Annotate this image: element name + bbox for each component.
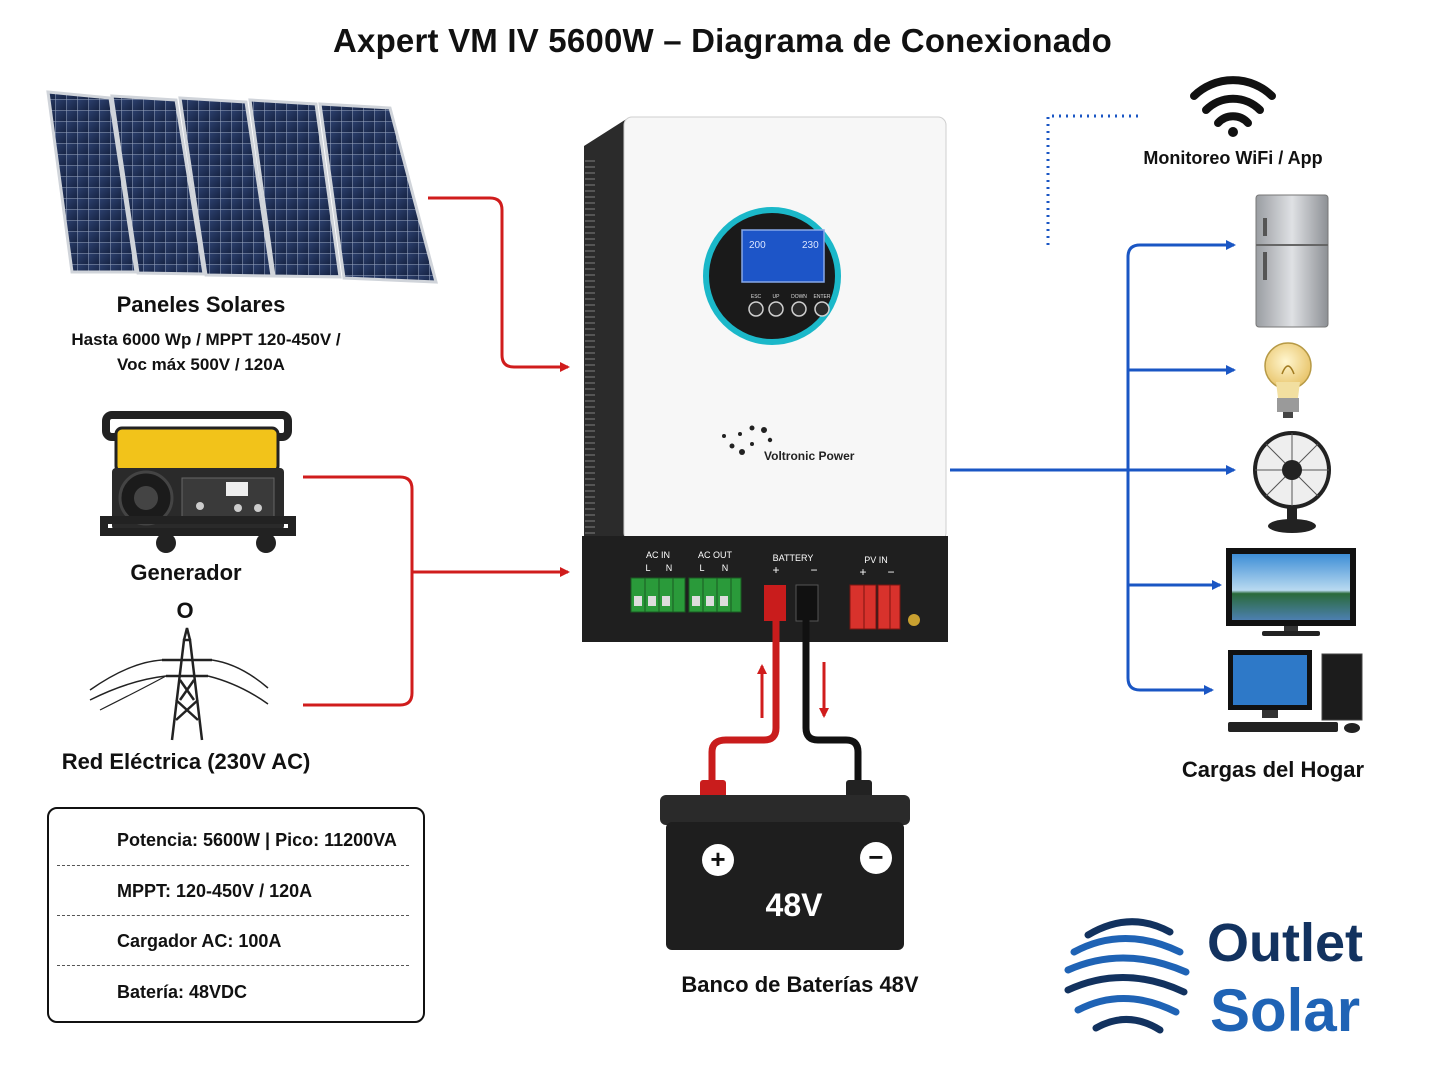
inverter-brand-label: Voltronic Power xyxy=(764,449,855,463)
fridge-icon xyxy=(1255,194,1329,328)
light-bulb-icon xyxy=(1264,342,1312,418)
battery-minus-terminal: − xyxy=(810,563,817,577)
spec-divider xyxy=(57,865,409,866)
button-enter-label: ENTER xyxy=(814,294,831,300)
spec-box: Potencia: 5600W | Pico: 11200VA MPPT: 12… xyxy=(47,807,425,1023)
solar-label: Paneles Solares xyxy=(116,292,286,317)
or-label: O xyxy=(176,598,194,623)
load-distribution-lines xyxy=(950,243,1141,692)
battery-plus-sign: + xyxy=(710,844,725,874)
button-up-label: UP xyxy=(773,294,781,300)
solar-spec-line2: Voc máx 500V / 120A xyxy=(117,355,285,374)
pv-minus-terminal: − xyxy=(887,565,894,579)
spec-divider xyxy=(57,965,409,966)
logo-word-solar: Solar xyxy=(1210,977,1361,1044)
tv-icon xyxy=(1226,548,1356,636)
spec-row-mppt: MPPT: 120-450V / 120A xyxy=(57,866,409,916)
spec-row-battery: Batería: 48VDC xyxy=(57,967,409,1017)
spec-charger-text: Cargador AC: 100A xyxy=(117,930,282,951)
ac-out-l-label: L xyxy=(699,563,704,573)
battery-minus-sign: − xyxy=(868,842,883,872)
wifi-label: Monitoreo WiFi / App xyxy=(1143,148,1323,168)
ac-in-label: AC IN xyxy=(646,550,670,560)
spec-row-charger: Cargador AC: 100A xyxy=(57,916,409,966)
battery-terminal-label: BATTERY xyxy=(773,553,814,563)
solar-spec-line1: Hasta 6000 Wp / MPPT 120-450V / xyxy=(71,330,341,349)
logo-word-outlet: Outlet xyxy=(1207,913,1363,973)
outlet-solar-logo-mark xyxy=(1064,918,1190,1034)
computer-icon xyxy=(1228,650,1363,733)
grid-tower-illustration xyxy=(89,627,269,741)
ac-in-n-label: N xyxy=(666,563,673,573)
spec-divider xyxy=(57,915,409,916)
battery-positive-cable xyxy=(708,620,780,790)
diagram-title: Axpert VM IV 5600W – Diagrama de Conexio… xyxy=(332,22,1112,59)
wifi-icon xyxy=(1190,76,1276,137)
spec-mppt-text: MPPT: 120-450V / 120A xyxy=(117,880,313,901)
inverter-illustration xyxy=(582,116,948,642)
spec-battery-text: Batería: 48VDC xyxy=(117,981,248,1002)
battery-voltage: 48V xyxy=(766,887,824,923)
button-esc-label: ESC xyxy=(751,294,762,300)
pv-plus-terminal: + xyxy=(859,565,866,579)
ac-source-bracket-line xyxy=(303,475,414,707)
loads-label: Cargas del Hogar xyxy=(1181,757,1365,782)
display-value-right: 230 xyxy=(802,240,819,251)
ac-out-label: AC OUT xyxy=(698,550,733,560)
solar-panels-illustration xyxy=(46,90,438,284)
spec-power-text: Potencia: 5600W | Pico: 11200VA xyxy=(117,829,397,850)
battery-negative-cable xyxy=(802,620,862,790)
ac-in-l-label: L xyxy=(645,563,650,573)
generator-illustration xyxy=(100,411,296,553)
wifi-dotted-line xyxy=(1046,114,1138,245)
ac-out-n-label: N xyxy=(722,563,729,573)
generator-label: Generador xyxy=(130,560,242,585)
solar-to-inverter-line xyxy=(428,196,570,372)
spec-row-power: Potencia: 5600W | Pico: 11200VA xyxy=(57,815,409,865)
grid-label: Red Eléctrica (230V AC) xyxy=(61,749,311,774)
button-down-label: DOWN xyxy=(791,294,807,300)
display-value-left: 200 xyxy=(749,240,766,251)
battery-bank-label: Banco de Baterías 48V xyxy=(681,972,919,997)
fan-icon xyxy=(1253,431,1331,533)
battery-plus-terminal: + xyxy=(772,563,779,577)
battery-illustration xyxy=(660,780,910,950)
pv-in-label: PV IN xyxy=(864,555,888,565)
